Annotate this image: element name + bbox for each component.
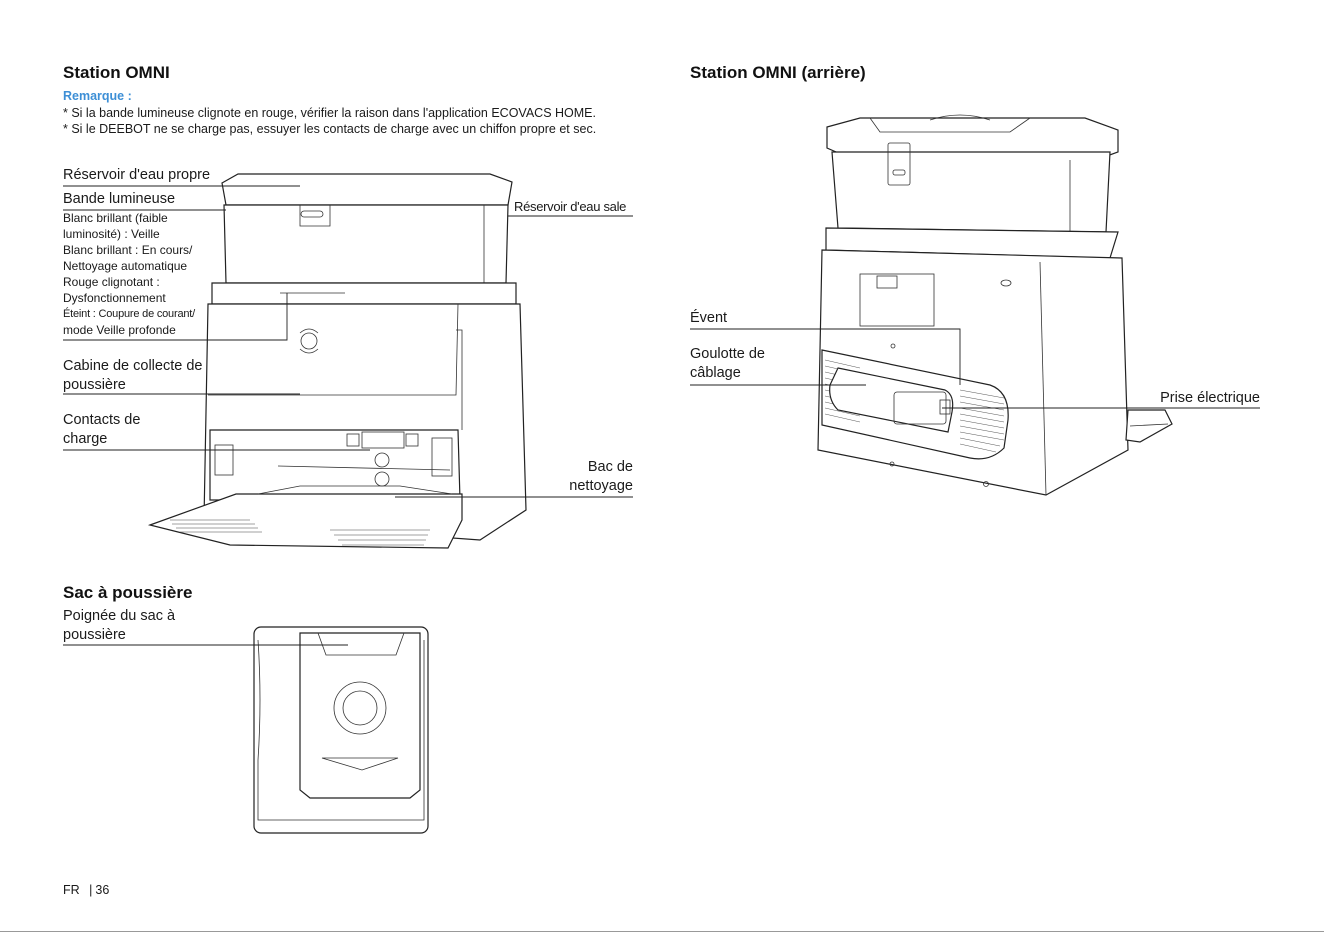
label-cable-channel: Goulotte de câblage [690,345,765,383]
label-vent: Évent [690,310,728,326]
label-light-band: Bande lumineuse [63,191,176,207]
light-state-line: Blanc brillant : En cours/ [63,243,193,257]
label-line: charge [63,431,108,447]
light-state-line: Éteint : Coupure de courant/ [63,308,195,320]
light-state-line: luminosité) : Veille [63,227,160,241]
light-state-line: Blanc brillant (faible [63,211,168,225]
label-cleaning-tray: Bac de nettoyage [569,458,633,496]
label-line: Poignée du sac à [63,608,176,624]
footer-page-number: 36 [95,883,110,897]
page-bottom-rule [0,931,1324,932]
section-title-station-back: Station OMNI (arrière) [690,63,866,82]
label-line: poussière [63,377,126,393]
label-charging-contacts: Contacts de charge [63,411,140,449]
page-footer: FR |36 [63,883,109,897]
footer-separator: | [89,883,93,897]
label-line: nettoyage [569,478,633,494]
light-band-states: Blanc brillant (faible luminosité) : Vei… [63,210,195,338]
label-bag-handle: Poignée du sac à poussière [63,607,175,645]
remark-title: Remarque : [63,89,132,103]
label-dirty-tank: Réservoir d'eau sale [514,199,627,214]
label-line: Bac de [587,459,633,475]
label-line: câblage [690,365,741,381]
footer-lang: FR [63,883,80,897]
note-2: * Si le DEEBOT ne se charge pas, essuyer… [63,122,597,136]
section-title-dust-bag: Sac à poussière [63,583,193,602]
section-title-station: Station OMNI [63,63,170,82]
light-state-line: Nettoyage automatique [63,259,188,273]
label-power-socket: Prise électrique [1160,390,1260,406]
label-line: Cabine de collecte de [63,358,203,374]
label-line: Goulotte de [690,346,765,362]
light-state-line: mode Veille profonde [63,323,176,337]
note-1: * Si la bande lumineuse clignote en roug… [63,106,596,120]
label-clean-tank: Réservoir d'eau propre [63,167,211,183]
label-line: poussière [63,627,126,643]
light-state-line: Dysfonctionnement [63,291,166,305]
label-dust-cabin: Cabine de collecte de poussière [63,357,202,395]
label-line: Contacts de [63,412,141,428]
light-state-line: Rouge clignotant : [63,275,160,289]
